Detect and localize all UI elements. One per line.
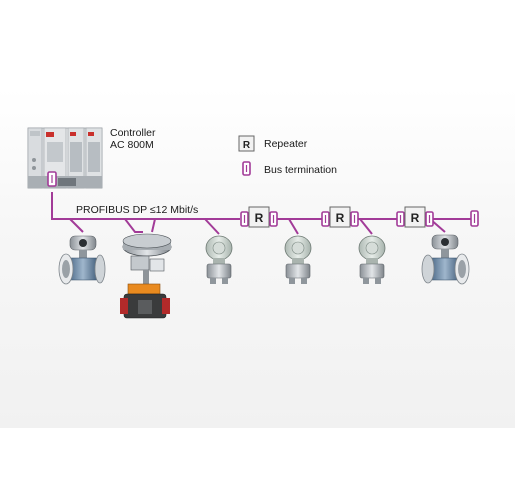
legend-repeater-icon: R [238, 135, 255, 152]
pressure-transmitter-device-1[interactable] [205, 235, 233, 284]
legend-repeater-label: Repeater [264, 138, 308, 150]
bus-label: PROFIBUS DP ≤12 Mbit/s [76, 204, 199, 216]
profibus-cable [51, 192, 475, 235]
legend-repeater-symbol: R [243, 140, 251, 151]
flowmeter-device-2[interactable] [421, 234, 470, 285]
repeater-1[interactable]: R [240, 206, 278, 228]
flowmeter-device-1[interactable] [58, 235, 106, 285]
legend-termination-label: Bus termination [264, 164, 337, 176]
controller-label: Controller AC 800M [110, 127, 156, 151]
legend-termination-icon [242, 161, 251, 176]
pressure-transmitter-device-3[interactable] [358, 235, 386, 284]
controller-label-line2: AC 800M [110, 139, 154, 151]
control-valve-device[interactable] [120, 233, 172, 319]
controller-ac800m[interactable] [27, 127, 103, 189]
repeater-2-symbol: R [336, 211, 345, 225]
end-bus-termination-icon [470, 210, 479, 227]
repeater-2[interactable]: R [321, 206, 359, 228]
controller-label-line1: Controller [110, 127, 156, 139]
repeater-3-symbol: R [411, 211, 420, 225]
repeater-3[interactable]: R [396, 206, 434, 228]
pressure-transmitter-device-2[interactable] [284, 235, 312, 284]
repeater-1-symbol: R [255, 211, 264, 225]
